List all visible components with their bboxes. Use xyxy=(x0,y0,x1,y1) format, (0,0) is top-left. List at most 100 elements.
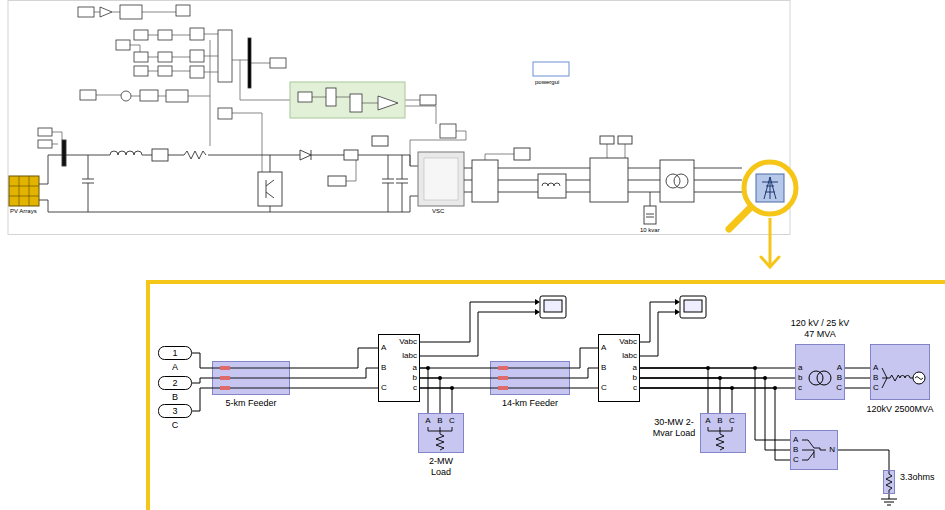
signal-line xyxy=(52,132,62,144)
block-label: 120kV 2500MVA xyxy=(857,404,943,415)
dc-circuit xyxy=(82,155,94,212)
port-label: B xyxy=(837,373,842,383)
transformer-coil xyxy=(817,371,831,385)
control-block xyxy=(134,66,148,76)
port-label: C xyxy=(729,416,735,426)
feeder-symbol xyxy=(490,361,570,395)
signal-line xyxy=(232,113,262,172)
scope-block xyxy=(540,296,706,318)
control-block xyxy=(190,28,204,40)
port-label: Vabc xyxy=(619,337,637,347)
block-label: 120 kV / 25 kV 47 MVA xyxy=(787,318,853,340)
block-label: A xyxy=(165,362,185,373)
ac-circuit xyxy=(650,192,651,206)
magnifier-icon xyxy=(756,174,784,202)
control-block xyxy=(440,124,456,138)
src-symbol-part xyxy=(915,377,923,380)
port-label: b xyxy=(798,373,802,383)
ac-component xyxy=(644,206,656,224)
src-symbol xyxy=(870,344,930,400)
control-block xyxy=(38,128,52,136)
control-block xyxy=(190,50,204,62)
ac-component xyxy=(660,160,694,202)
port-label: C xyxy=(381,383,387,393)
dc-component xyxy=(110,151,142,155)
measurement-block: ABCVabcIabcabc xyxy=(598,334,640,402)
control-block xyxy=(158,52,172,62)
control-block xyxy=(218,30,232,82)
control-block xyxy=(121,91,131,101)
dc-component xyxy=(258,172,282,206)
ground-symbol xyxy=(881,494,897,505)
feeder-section-mark xyxy=(220,386,230,390)
dc-circuit xyxy=(39,196,418,212)
port-label: A xyxy=(425,416,430,426)
ac-component xyxy=(542,183,560,186)
port-label: B xyxy=(601,363,606,373)
signal-line xyxy=(96,40,210,146)
dc-circuit xyxy=(382,155,394,212)
feeder-section-mark xyxy=(498,386,508,390)
control-block xyxy=(100,7,112,17)
power-wire xyxy=(290,348,378,368)
power-wire xyxy=(570,348,598,368)
control-block xyxy=(218,108,232,119)
control-block xyxy=(158,66,172,76)
transformer-block: abcABC120 kV / 25 kV 47 MVA xyxy=(795,344,845,400)
inport-block: 2B xyxy=(158,376,192,390)
power-wire xyxy=(420,388,452,413)
control-block xyxy=(80,90,96,100)
dc-component xyxy=(62,140,66,166)
port-label: B xyxy=(381,363,386,373)
port-label: 2 xyxy=(172,378,177,388)
load-block: ABC30-MW 2-Mvar Load xyxy=(700,413,746,453)
part-label: PV Arrays xyxy=(10,208,37,215)
port-label: c xyxy=(633,383,637,393)
pv-array xyxy=(9,176,39,206)
control-block xyxy=(78,7,94,17)
feeder-section-mark xyxy=(498,366,508,370)
power-wire xyxy=(640,388,732,413)
block-label: B xyxy=(165,392,185,403)
signal-line xyxy=(607,144,625,158)
port-label: B xyxy=(873,373,878,383)
signal-arrowhead xyxy=(675,309,680,315)
port-label: C xyxy=(836,383,842,393)
dc-component xyxy=(344,150,358,160)
control-block xyxy=(120,5,142,19)
port-label: A xyxy=(381,343,386,353)
signal-arrowhead xyxy=(675,299,680,305)
block-label: 5-km Feeder xyxy=(209,398,293,409)
power-wire xyxy=(192,378,212,383)
power-wire xyxy=(192,353,212,368)
transformer-coil xyxy=(809,371,823,385)
control-block xyxy=(420,95,436,105)
control-subsystem xyxy=(298,92,312,102)
scope-block xyxy=(544,300,562,312)
control-block xyxy=(158,30,172,40)
ac-component xyxy=(674,174,688,188)
ac-component xyxy=(666,174,680,188)
port-label: B xyxy=(437,416,442,426)
port-label: C xyxy=(793,455,799,465)
zoom-panel-border xyxy=(148,282,945,510)
power-wire xyxy=(420,368,428,413)
control-block xyxy=(166,90,188,102)
power-wire xyxy=(420,368,490,369)
control-subsystem xyxy=(290,82,405,118)
port-label: A xyxy=(837,363,842,373)
port-label: N xyxy=(829,445,835,455)
ac-component xyxy=(618,136,632,144)
load-block: ABC2-MW Load xyxy=(418,413,464,453)
power-wire xyxy=(640,388,790,460)
port-label: a xyxy=(413,363,417,373)
ac-component xyxy=(590,158,628,202)
port-label: 1 xyxy=(172,348,177,358)
res-symbol xyxy=(883,470,895,494)
control-subsystem xyxy=(312,97,378,103)
ac-component xyxy=(646,214,654,217)
block-label: 3.3ohms xyxy=(900,472,935,483)
vsc-block xyxy=(418,152,464,206)
voltage-source-circle xyxy=(913,372,925,384)
dc-component xyxy=(152,149,168,161)
